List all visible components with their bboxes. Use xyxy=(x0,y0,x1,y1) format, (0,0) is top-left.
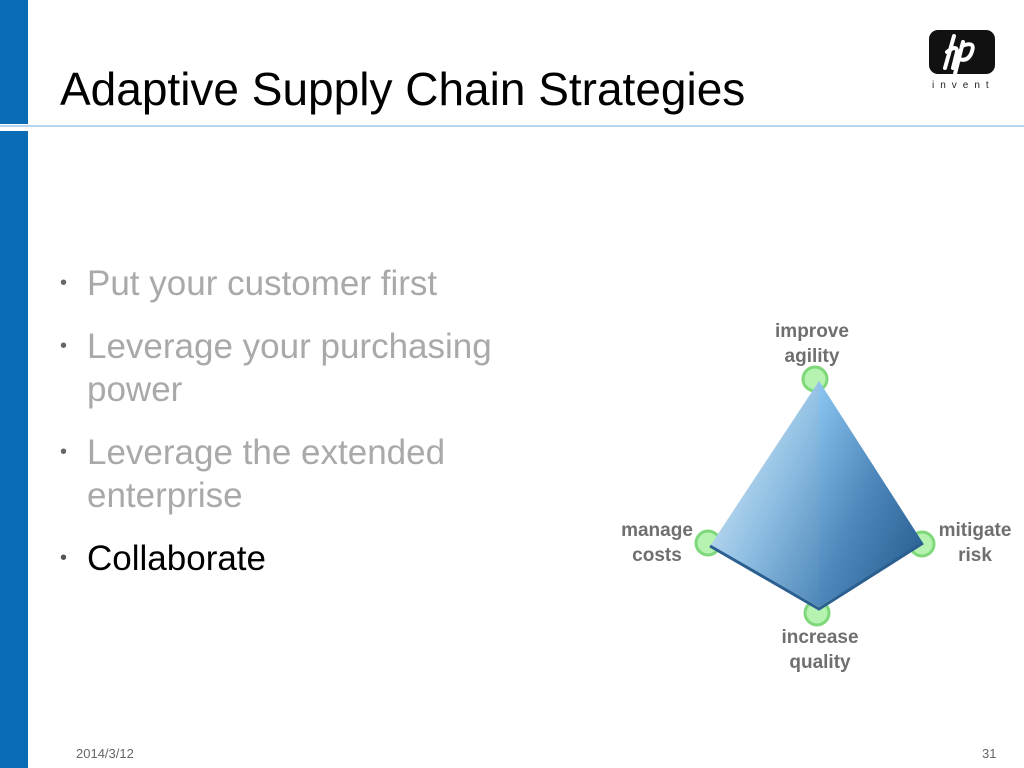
slide-title: Adaptive Supply Chain Strategies xyxy=(60,63,746,115)
pyramid-base-edge xyxy=(709,541,924,611)
vertex-label-top: improve agility xyxy=(775,321,849,367)
logo-tagline: invent xyxy=(932,80,995,91)
pyramid-right-face xyxy=(819,381,923,607)
bullet-item: • Leverage the extended enterprise xyxy=(60,431,560,517)
bullet-item-active: • Collaborate xyxy=(60,537,560,580)
vertex-label-left: manage costs xyxy=(621,520,693,566)
bullet-dot-icon: • xyxy=(60,547,68,569)
bullet-dot-icon: • xyxy=(60,335,68,357)
side-accent-bar-top xyxy=(0,0,28,124)
bullet-dot-icon: • xyxy=(60,441,68,463)
pyramid-left-face xyxy=(710,381,819,607)
bullet-item: • Put your customer first xyxy=(60,262,560,305)
pyramid-diagram: improve agility manage costs mitigate ri… xyxy=(600,315,1024,685)
vertex-label-right: mitigate risk xyxy=(938,520,1012,566)
bullet-item: • Leverage your purchasing power xyxy=(60,325,560,411)
bullet-text: Leverage the extended enterprise xyxy=(87,433,446,515)
bullet-dot-icon: • xyxy=(60,272,68,294)
side-accent-bar-bottom xyxy=(0,131,28,768)
page-number: 31 xyxy=(982,746,997,761)
title-rule xyxy=(0,125,1024,127)
bullet-text: Put your customer first xyxy=(87,264,438,303)
bullet-list: • Put your customer first • Leverage you… xyxy=(60,262,560,600)
hp-logo-icon xyxy=(929,30,995,76)
bullet-text: Leverage your purchasing power xyxy=(87,327,492,409)
bullet-text: Collaborate xyxy=(87,539,266,578)
footer-date: 2014/3/12 xyxy=(76,746,134,761)
pyramid-graphic xyxy=(694,365,936,627)
vertex-label-bottom: increase quality xyxy=(781,627,859,673)
